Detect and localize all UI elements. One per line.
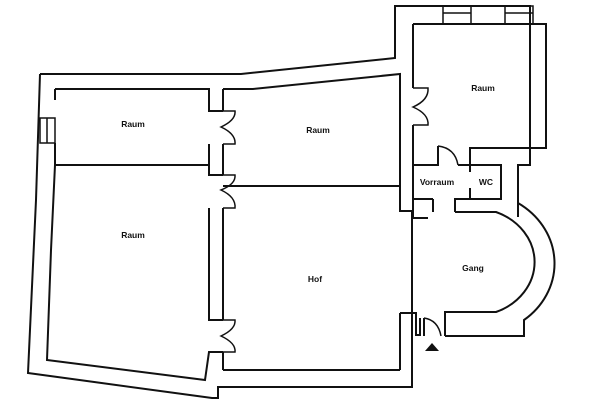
middle-walls — [208, 89, 236, 353]
gang-walls — [419, 201, 556, 337]
center-room-walls — [222, 72, 413, 371]
top-right-room-walls — [411, 5, 547, 219]
room-label-gang: Gang — [462, 263, 484, 273]
room-label-vorraum: Vorraum — [420, 177, 455, 187]
room-label-hof: Hof — [308, 274, 322, 284]
room-label-raum-top-left: Raum — [121, 119, 145, 129]
room-label-wc: WC — [479, 177, 493, 187]
entrance-arrow-icon — [425, 343, 439, 351]
room-label-raum-left: Raum — [121, 230, 145, 240]
vorraum-wc-walls — [412, 164, 502, 218]
room-label-raum-center: Raum — [306, 125, 330, 135]
room-label-raum-top-right: Raum — [471, 83, 495, 93]
